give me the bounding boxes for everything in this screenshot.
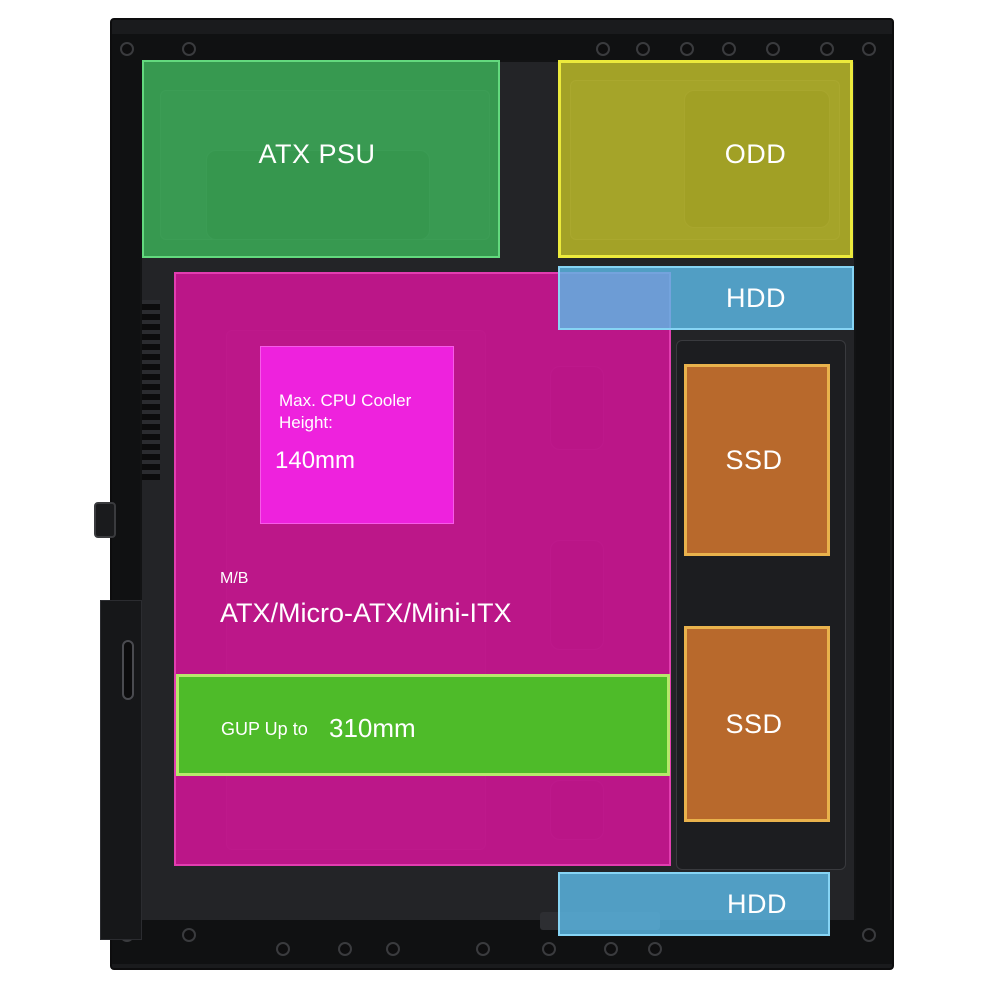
ssd-bottom-label: SSD (725, 708, 783, 739)
screw-icon (182, 928, 196, 942)
odd-zone: ODD (558, 60, 853, 258)
screw-icon (722, 42, 736, 56)
right-rail (856, 60, 890, 940)
screw-icon (862, 42, 876, 56)
rear-vent (142, 300, 160, 480)
screw-icon (766, 42, 780, 56)
ssd-bottom-zone: SSD (684, 626, 830, 822)
screw-icon (648, 942, 662, 956)
screw-icon (604, 942, 618, 956)
lock-tab (94, 502, 116, 538)
screw-icon (636, 42, 650, 56)
mb-label: ATX/Micro-ATX/Mini-ITX (220, 598, 512, 628)
psu-label: ATX PSU (258, 138, 376, 169)
screw-icon (862, 928, 876, 942)
screw-icon (182, 42, 196, 56)
cpu-cooler-line2: Height: (279, 413, 333, 432)
cpu-cooler-value: 140mm (275, 447, 356, 474)
ssd-top-zone: SSD (684, 364, 830, 556)
screw-icon (276, 942, 290, 956)
hdd-top-label: HDD (726, 282, 786, 313)
screw-icon (120, 42, 134, 56)
screw-icon (680, 42, 694, 56)
expansion-latch (122, 640, 134, 700)
hdd-bottom-label: HDD (727, 888, 787, 919)
screw-icon (338, 942, 352, 956)
screw-icon (476, 942, 490, 956)
screw-icon (542, 942, 556, 956)
screw-icon (820, 42, 834, 56)
hdd-top-zone: HDD (558, 266, 854, 330)
screw-icon (596, 42, 610, 56)
screw-icon (386, 942, 400, 956)
odd-label: ODD (724, 138, 787, 169)
cpu-cooler-line1: Max. CPU Cooler (279, 391, 412, 410)
ssd-top-label: SSD (725, 444, 783, 475)
cpu-cooler-zone: Max. CPU Cooler Height: 140mm (260, 346, 454, 524)
top-rail (112, 34, 892, 60)
gpu-value: 310mm (329, 713, 416, 743)
expansion-slot-bracket (100, 600, 142, 940)
gpu-zone: GUP Up to 310mm (176, 674, 670, 776)
psu-zone: ATX PSU (142, 60, 500, 258)
mb-prefix: M/B (220, 570, 249, 587)
gpu-prefix: GUP Up to (221, 719, 308, 739)
hdd-bottom-zone: HDD (558, 872, 830, 936)
